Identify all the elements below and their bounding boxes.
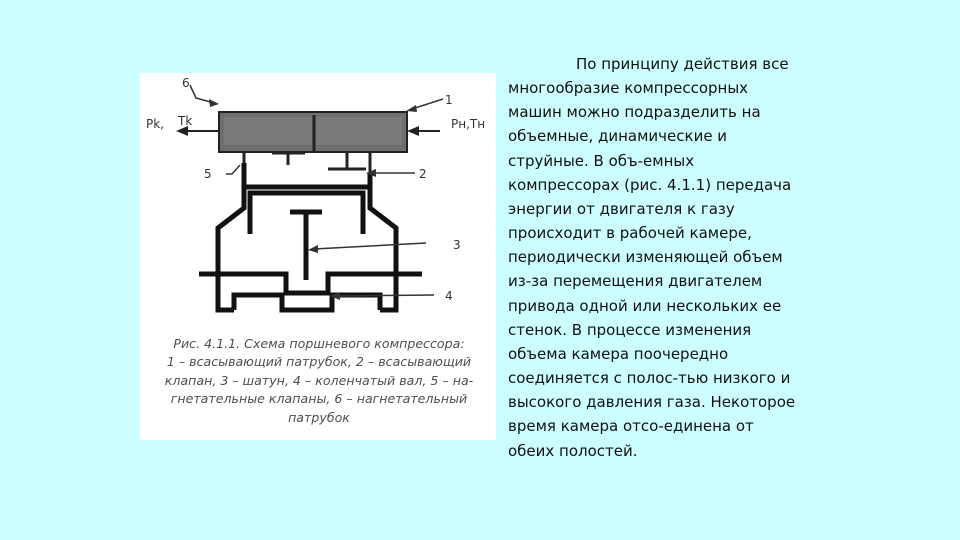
body-line: объемные, динамические и <box>508 127 728 146</box>
body-line: энергии от двигателя к газу <box>508 199 735 218</box>
crankcase-right <box>367 187 399 313</box>
piston <box>247 190 366 234</box>
body-line: обеих полостей. <box>508 441 638 460</box>
caption-line: клапан, 3 – шатун, 4 – коленчатый вал, 5… <box>164 372 474 388</box>
body-line: высокого давления газа. Некоторое <box>508 393 796 412</box>
label-2: 2 <box>419 167 427 181</box>
body-line: происходит в рабочей камере, <box>508 224 752 243</box>
crankcase-left <box>215 187 247 313</box>
compressor-diagram: 6 1 Pk, Tk Pн,Tн 5 2 3 4 <box>146 76 485 313</box>
body-line: стенок. В процессе изменения <box>508 320 752 339</box>
crankcase-bottom <box>231 292 383 313</box>
label-5: 5 <box>204 167 212 181</box>
body-line: струйные. В объ-емных <box>508 151 695 170</box>
body-line: привода одной или нескольких ее <box>508 296 782 315</box>
body-line: машин можно подразделить на <box>508 103 761 122</box>
label-4: 4 <box>445 289 453 303</box>
caption-line: 1 – всасывающий патрубок, 2 – всасывающи… <box>166 354 472 370</box>
caption-line: гнетательные клапаны, 6 – нагнетательный <box>170 391 468 407</box>
label-3: 3 <box>453 238 461 252</box>
body-line: По принципу действия все <box>576 55 789 73</box>
label-6: 6 <box>182 76 190 90</box>
body-line: объема камера поочередно <box>508 344 729 363</box>
housing-inner-left <box>224 117 312 145</box>
cylinder-head <box>241 163 373 190</box>
body-line: соединяется с полос-тью низкого и <box>508 369 791 388</box>
figure-caption: Рис. 4.1.1. Схема поршневого компрессора… <box>146 335 492 427</box>
housing-inner-right <box>316 117 402 145</box>
body-line: из-за перемещения двигателем <box>508 272 763 291</box>
crankshaft <box>199 271 422 296</box>
body-line: периодически изменяющей объем <box>508 248 783 267</box>
caption-line: патрубок <box>288 409 350 425</box>
body-paragraph: По принципу действия все многообразие ко… <box>508 52 838 463</box>
body-line: время камера отсо-единена от <box>508 417 754 436</box>
label-tk: Tk <box>177 114 192 128</box>
label-pn-tn: Pн,Tн <box>451 117 485 131</box>
compressor-figure: 6 1 Pk, Tk Pн,Tн 5 2 3 4 Рис. 4.1.1. Схе… <box>140 73 496 440</box>
label-pk: Pk, <box>146 117 164 131</box>
label-1: 1 <box>445 93 453 107</box>
body-line: компрессорах (рис. 4.1.1) передача <box>508 175 792 194</box>
body-line: многообразие компрессорных <box>508 79 749 98</box>
caption-line: Рис. 4.1.1. Схема поршневого компрессора… <box>173 336 465 351</box>
